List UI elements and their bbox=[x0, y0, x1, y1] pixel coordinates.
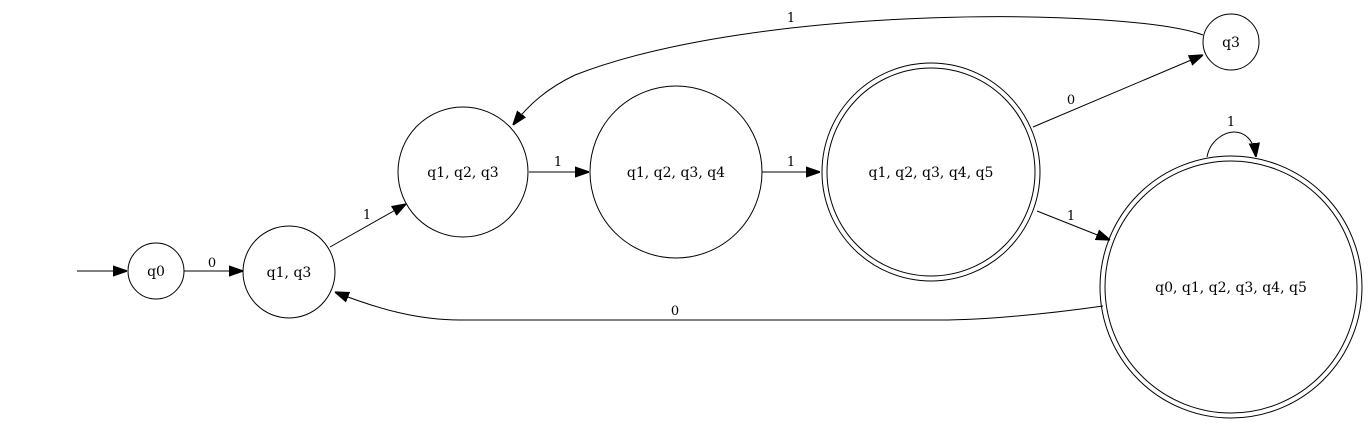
state-q3[interactable]: q3 bbox=[1202, 13, 1260, 71]
transition-q13-to-q123: 1 bbox=[329, 204, 406, 248]
transition-label: 1 bbox=[363, 208, 371, 223]
state-label: q0 bbox=[147, 264, 165, 280]
transition-q1234-to-q12345: 1 bbox=[762, 155, 820, 172]
state-label: q1, q2, q3, q4, q5 bbox=[869, 165, 994, 181]
state-label: q1, q2, q3 bbox=[427, 165, 498, 181]
transition-label: 0 bbox=[208, 256, 216, 271]
state-label: q1, q2, q3, q4 bbox=[627, 165, 725, 181]
transition-q012345-self-loop: 1 bbox=[1206, 115, 1256, 157]
state-q1-q2-q3-q4[interactable]: q1, q2, q3, q4 bbox=[589, 85, 763, 259]
transition-q012345-to-q13: 0 bbox=[335, 292, 1104, 321]
transition-label: 1 bbox=[1227, 115, 1235, 130]
transition-q0-to-q13: 0 bbox=[184, 256, 243, 271]
transition-q3-to-q123: 1 bbox=[513, 11, 1204, 125]
transition-label: 1 bbox=[554, 155, 562, 170]
transition-q123-to-q1234: 1 bbox=[529, 155, 589, 172]
transition-label: 1 bbox=[787, 155, 795, 170]
transition-label: 0 bbox=[671, 304, 679, 319]
transition-label: 0 bbox=[1067, 93, 1075, 108]
transition-q12345-to-q3: 0 bbox=[1032, 55, 1203, 128]
state-q1-q2-q3[interactable]: q1, q2, q3 bbox=[397, 106, 529, 238]
transition-q12345-to-q012345: 1 bbox=[1036, 209, 1110, 240]
state-label: q1, q3 bbox=[267, 265, 312, 281]
state-q0[interactable]: q0 bbox=[127, 242, 185, 300]
state-q0-q1-q2-q3-q4-q5[interactable]: q0, q1, q2, q3, q4, q5 bbox=[1099, 155, 1363, 419]
state-q1-q2-q3-q4-q5[interactable]: q1, q2, q3, q4, q5 bbox=[821, 62, 1041, 282]
state-label: q0, q1, q2, q3, q4, q5 bbox=[1155, 280, 1307, 296]
state-q1-q3[interactable]: q1, q3 bbox=[242, 225, 336, 319]
transition-label: 1 bbox=[787, 11, 795, 26]
state-label: q3 bbox=[1222, 35, 1240, 51]
transition-label: 1 bbox=[1067, 209, 1075, 224]
